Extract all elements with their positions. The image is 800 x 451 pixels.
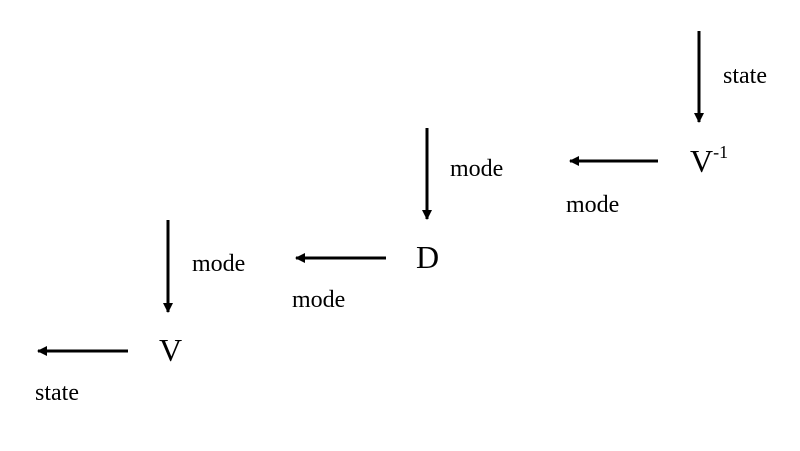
- v-inverse-superscript: -1: [713, 142, 729, 162]
- mode-label-left-right: mode: [566, 192, 620, 218]
- mode-label-left-middle: mode: [292, 287, 346, 313]
- v-inverse-base: V: [690, 143, 714, 179]
- state-label-bottom: state: [35, 380, 79, 406]
- d-label: D: [416, 239, 440, 275]
- state-label-top: state: [723, 63, 767, 89]
- v-inverse-label: V-1: [690, 143, 728, 177]
- mode-label-down-left: mode: [192, 251, 246, 277]
- mode-label-down-middle: mode: [450, 156, 504, 182]
- v-label: V: [159, 332, 183, 368]
